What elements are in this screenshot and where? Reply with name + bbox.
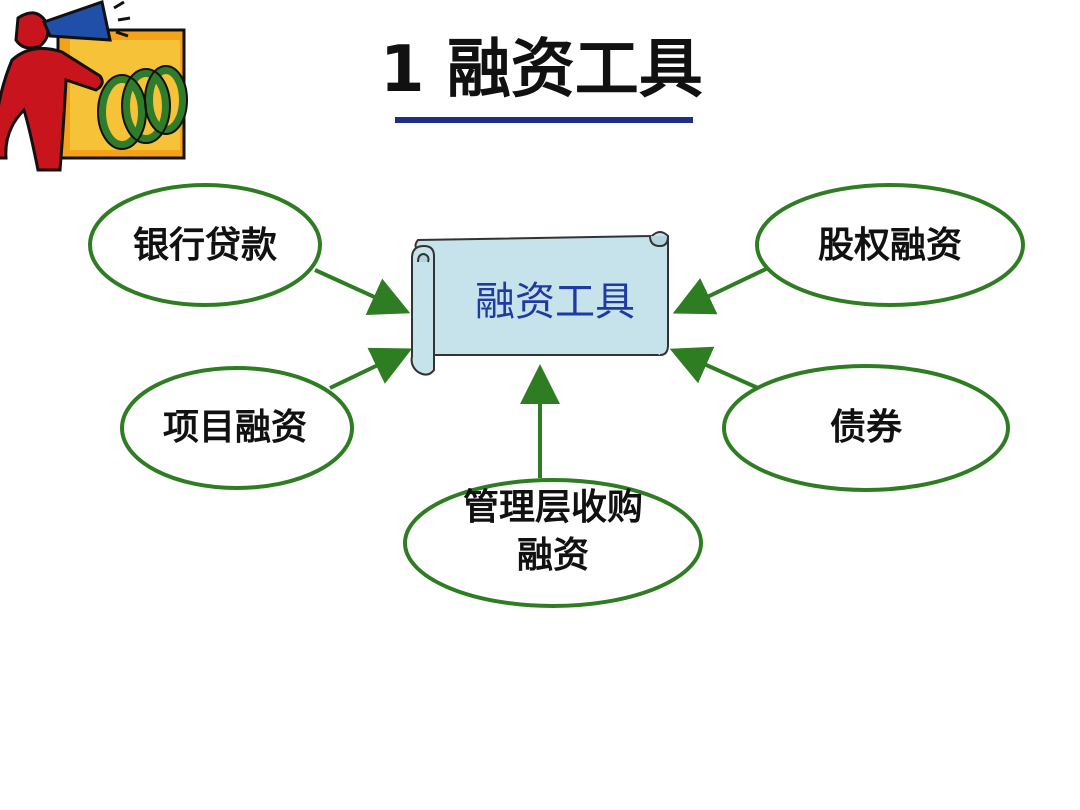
- ellipse-project-financing: [120, 366, 354, 490]
- title-underline: [395, 117, 693, 123]
- arrow-bond-to-center: [669, 346, 759, 390]
- ellipse-equity-financing: [755, 183, 1025, 307]
- node-label-mbo-line2: 融资: [516, 535, 589, 576]
- node-label-bond: 债券: [829, 407, 902, 448]
- ellipse-bank-loan: [88, 183, 322, 307]
- node-label-equity-financing: 股权融资: [817, 225, 962, 266]
- center-label: 融资工具: [475, 279, 635, 325]
- arrow-bank-to-center: [314, 268, 411, 315]
- ellipse-bond: [722, 364, 1010, 492]
- ellipse-mbo-financing: [403, 478, 703, 608]
- arrow-project-to-center: [329, 347, 413, 390]
- center-scroll: [410, 231, 669, 376]
- node-label-bank-loan: 银行贷款: [132, 225, 277, 266]
- node-label-project-financing: 项目融资: [162, 407, 307, 448]
- arrow-equity-to-center: [672, 266, 769, 315]
- megaphone-figure-clipart: [0, 0, 188, 172]
- node-label-mbo-line1: 管理层收购: [462, 487, 643, 528]
- slide-title: 1 融资工具: [380, 33, 703, 107]
